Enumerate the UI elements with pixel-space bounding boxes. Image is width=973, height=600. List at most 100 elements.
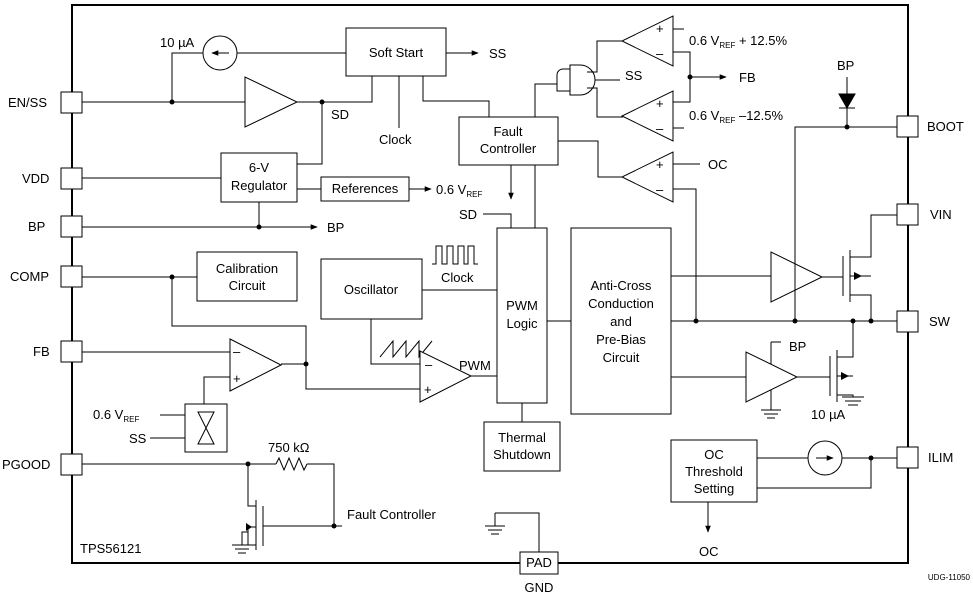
anti-cross-text-1: Anti-Cross xyxy=(591,278,652,293)
error-amp-icon: – + xyxy=(229,338,283,392)
thermal-text-1: Thermal xyxy=(498,430,546,445)
fault-controller-text-1: Fault xyxy=(494,124,523,139)
pin-vdd: VDD xyxy=(22,167,83,190)
thermal-shutdown-block: Thermal Shutdown xyxy=(483,421,561,472)
high-side-mosfet-icon xyxy=(842,214,897,321)
pin-label-vdd: VDD xyxy=(22,171,49,186)
pin-pad: PAD GND xyxy=(519,551,559,595)
resistor-icon xyxy=(275,456,308,472)
pin-sw: SW xyxy=(896,310,951,333)
resistor-label: 750 kΩ xyxy=(268,440,310,455)
fb-output-label: FB xyxy=(739,70,756,85)
svg-text:+: + xyxy=(233,371,241,386)
oc-threshold-text-3: Setting xyxy=(694,481,734,496)
svg-text:–: – xyxy=(656,46,664,61)
references-text: References xyxy=(332,181,399,196)
pin-bp: BP xyxy=(28,215,83,238)
pin-label-bp: BP xyxy=(28,219,45,234)
part-number-label: TPS56121 xyxy=(80,541,141,556)
calibration-text-1: Calibration xyxy=(216,261,278,276)
svg-text:+: + xyxy=(424,382,432,397)
bp-arrow-label: BP xyxy=(327,220,344,235)
svg-text:–: – xyxy=(233,344,241,359)
ramp-waveform-icon xyxy=(379,339,433,359)
current-source-label: 10 µA xyxy=(160,35,195,50)
pin-ilim: ILIM xyxy=(896,446,953,469)
anti-cross-text-3: and xyxy=(610,314,632,329)
oc-comparator-icon: + – xyxy=(620,151,674,203)
references-block: References xyxy=(320,176,410,202)
sd-label-1: SD xyxy=(331,107,349,122)
regulator-text-2: Regulator xyxy=(231,178,288,193)
fault-controller-block: Fault Controller xyxy=(458,116,559,166)
pin-label-en-ss: EN/SS xyxy=(8,95,47,110)
ground-symbol-pad xyxy=(485,513,505,535)
switch-icon xyxy=(184,403,228,453)
pin-label-comp: COMP xyxy=(10,269,49,284)
ss-and-label: SS xyxy=(625,68,643,83)
pin-vin: VIN xyxy=(896,203,952,226)
soft-start-block: Soft Start xyxy=(345,27,447,77)
anti-cross-text-2: Conduction xyxy=(588,296,654,311)
svg-text:+: + xyxy=(656,21,664,36)
vref-label-cal: 0.6 VREF xyxy=(93,407,139,424)
pin-en-ss: EN/SS xyxy=(8,91,83,114)
pin-label-fb: FB xyxy=(33,344,50,359)
svg-text:+: + xyxy=(656,157,664,172)
bp-top-label: BP xyxy=(837,58,854,73)
pin-boot: BOOT xyxy=(896,115,964,138)
svg-text:–: – xyxy=(656,182,664,197)
oc-threshold-text-2: Threshold xyxy=(685,464,743,479)
calibration-text-2: Circuit xyxy=(229,278,266,293)
pwm-logic-block: PWM Logic xyxy=(496,227,548,404)
ground-symbol-pgood xyxy=(232,531,252,554)
ground-symbol-mosfet xyxy=(842,396,864,406)
oc-output-label: OC xyxy=(699,544,719,559)
comp-high-label: 0.6 VREF + 12.5% xyxy=(689,33,787,50)
en-buffer-icon xyxy=(244,76,299,128)
fault-controller-pg-label: Fault Controller xyxy=(347,507,437,522)
pin-comp: COMP xyxy=(10,265,83,288)
pin-label-vin: VIN xyxy=(930,207,952,222)
ss-cal-label: SS xyxy=(129,431,147,446)
pin-pgood: PGOOD xyxy=(2,453,83,476)
oscillator-block: Oscillator xyxy=(320,258,423,320)
comparator-low-icon: + – xyxy=(620,90,674,142)
comp-low-label: 0.6 VREF –12.5% xyxy=(689,108,784,125)
svg-text:–: – xyxy=(656,121,664,136)
anti-cross-block: Anti-Cross Conduction and Pre-Bias Circu… xyxy=(570,227,672,415)
oc-comp-label: OC xyxy=(708,157,728,172)
soft-start-text: Soft Start xyxy=(369,45,424,60)
pin-label-boot: BOOT xyxy=(927,119,964,134)
pwm-logic-text-2: Logic xyxy=(506,316,538,331)
oscillator-text: Oscillator xyxy=(344,282,399,297)
ground-symbol-driver xyxy=(761,409,781,419)
clock-waveform-icon xyxy=(432,245,478,265)
ss-output-label: SS xyxy=(489,46,507,61)
and-gate-icon xyxy=(569,64,596,96)
oc-threshold-text-1: OC xyxy=(704,447,724,462)
pwm-comparator-icon: – + xyxy=(419,350,473,403)
fault-controller-text-2: Controller xyxy=(480,141,537,156)
sd-label-2: SD xyxy=(459,207,477,222)
thermal-text-2: Shutdown xyxy=(493,447,551,462)
high-side-driver-icon xyxy=(770,251,824,303)
low-side-mosfet-icon xyxy=(829,321,854,402)
bp-low-label: BP xyxy=(789,339,806,354)
anti-cross-text-5: Circuit xyxy=(603,350,640,365)
pin-fb: FB xyxy=(33,340,83,363)
comparator-high-icon: + – xyxy=(620,15,674,67)
vref-label-ref: 0.6 VREF xyxy=(436,182,482,199)
current-source-low-label: 10 µA xyxy=(811,407,846,422)
drawing-id-label: UDG-11050 xyxy=(928,573,971,582)
regulator-text-1: 6-V xyxy=(249,160,270,175)
regulator-block: 6-V Regulator xyxy=(220,152,298,203)
pin-label-ilim: ILIM xyxy=(928,450,953,465)
low-side-driver-icon xyxy=(745,351,799,403)
gnd-label: GND xyxy=(525,580,554,595)
clock-label-2: Clock xyxy=(441,270,474,285)
svg-text:+: + xyxy=(656,96,664,111)
pin-label-pgood: PGOOD xyxy=(2,457,50,472)
svg-text:–: – xyxy=(425,357,433,372)
